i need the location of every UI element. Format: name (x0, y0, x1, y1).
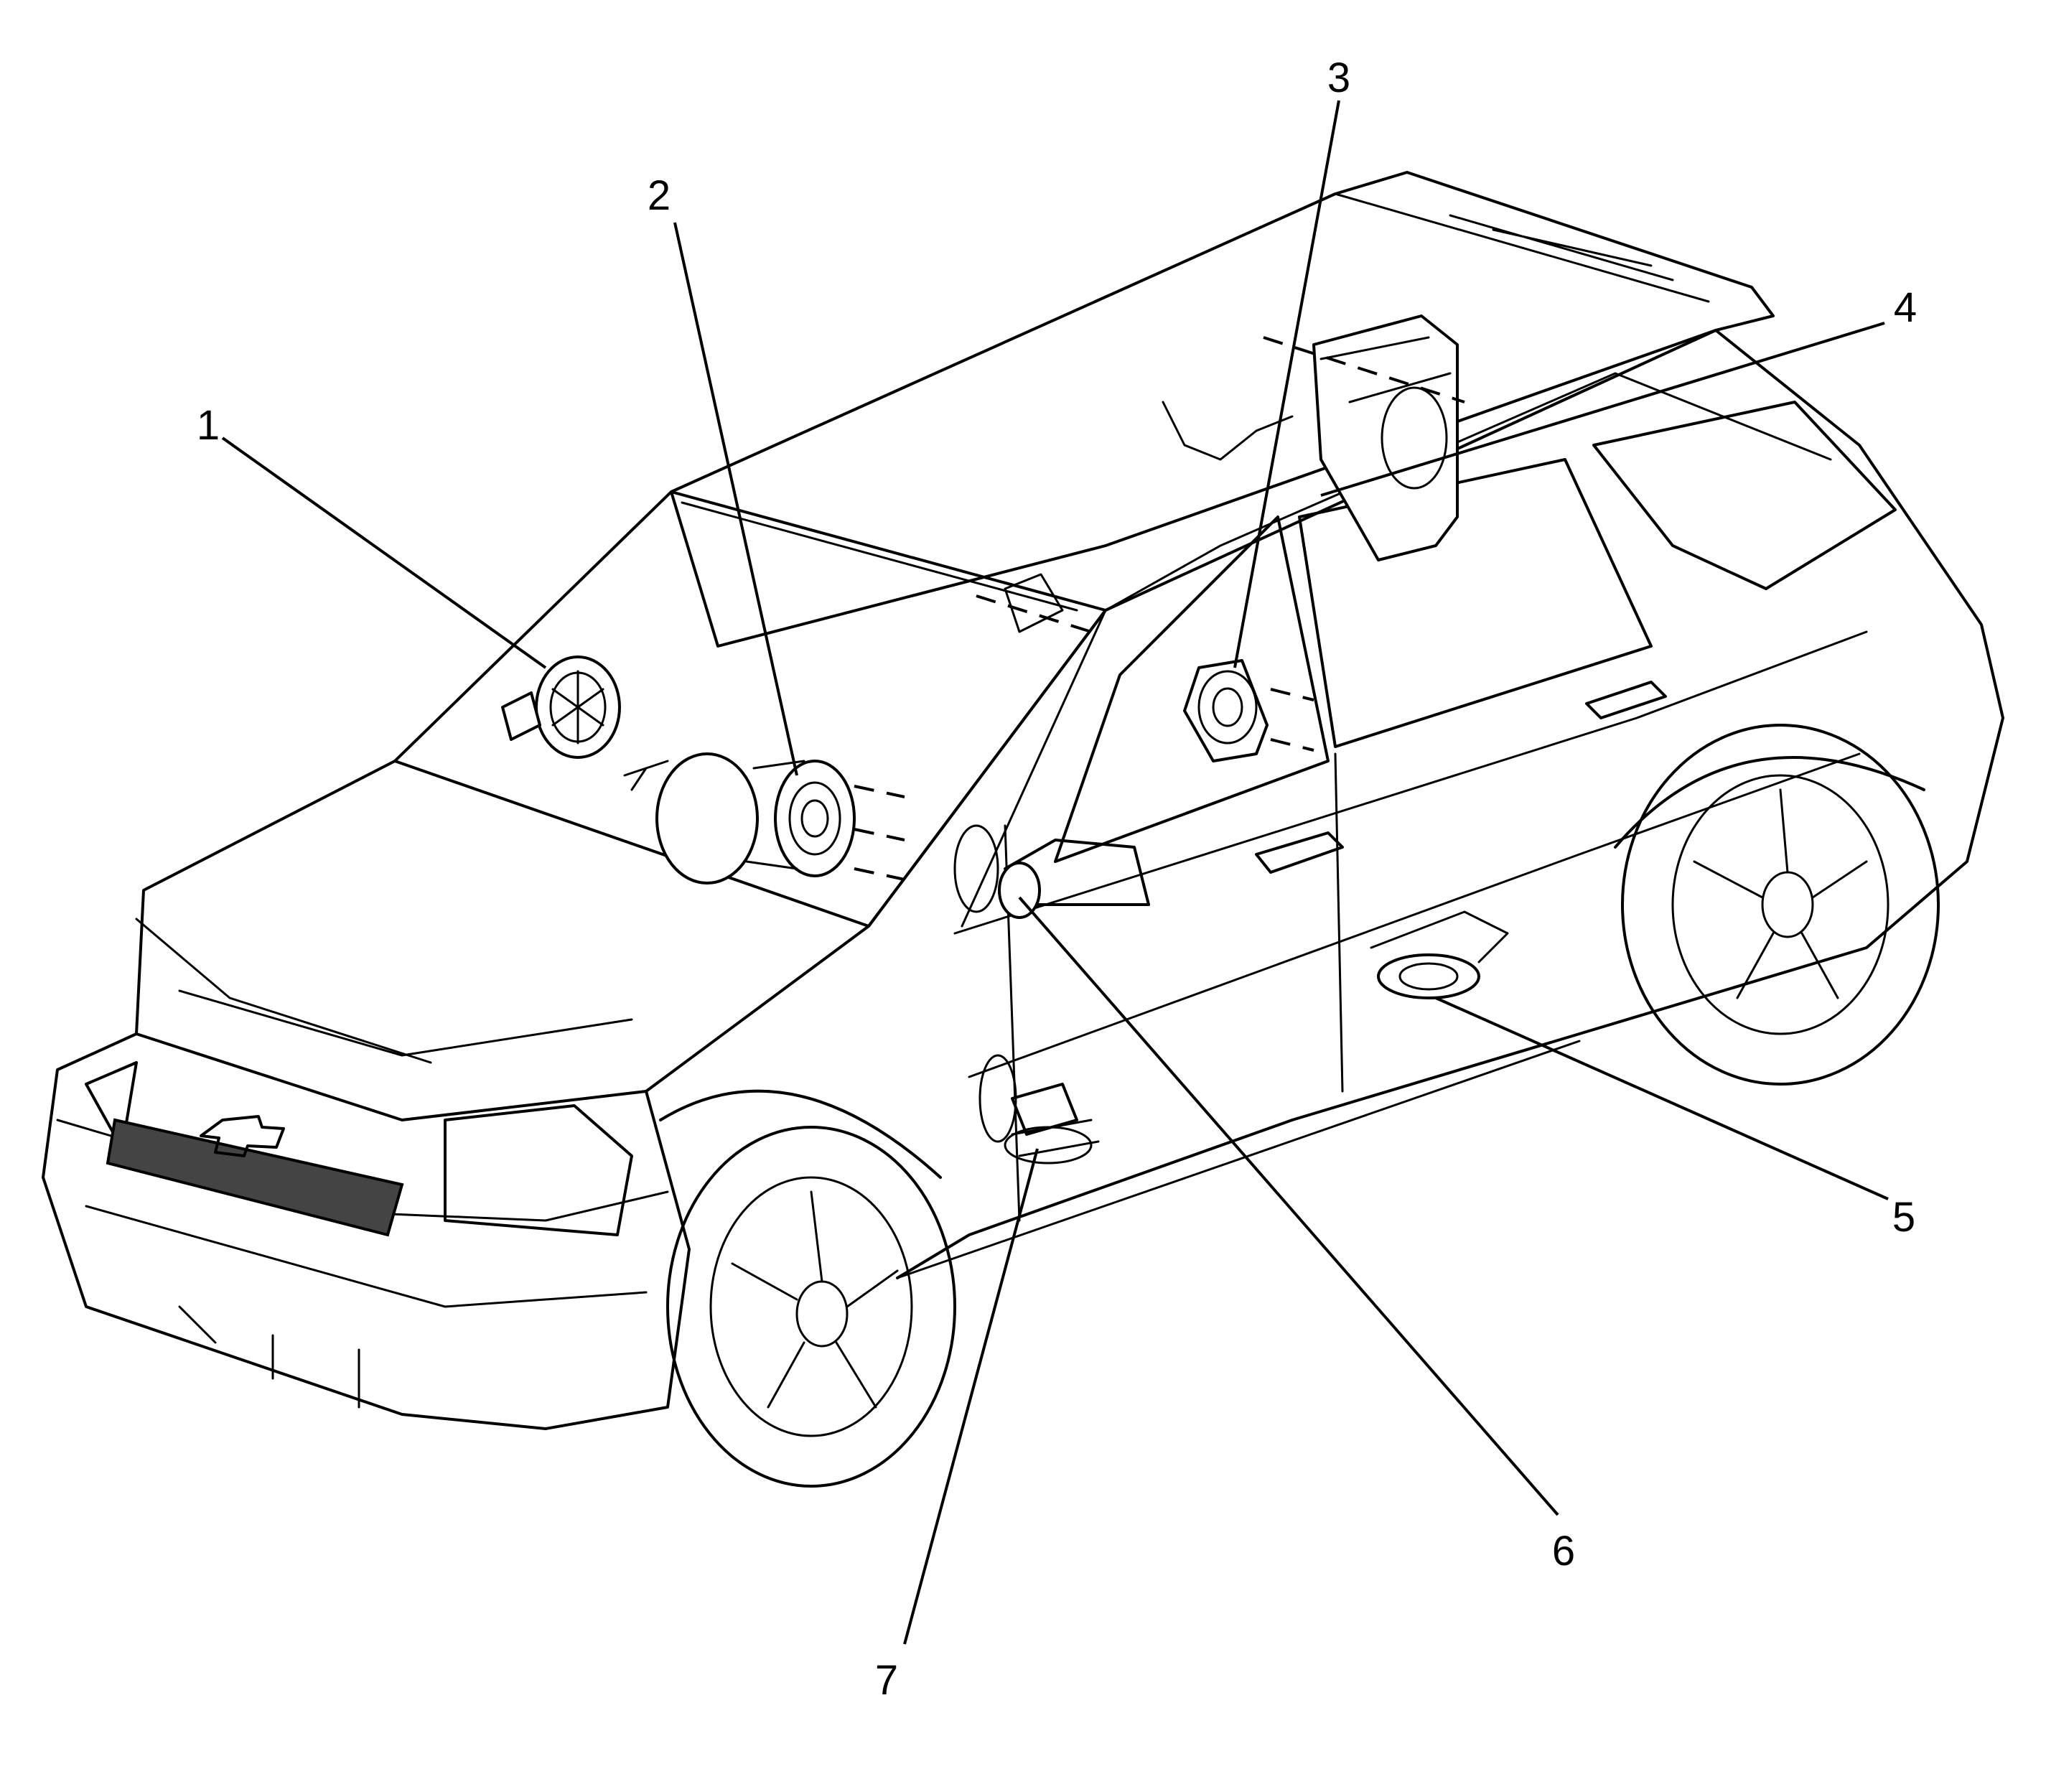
speaker-2 (623, 752, 905, 885)
front-door-handle (1255, 831, 1344, 874)
leader-3 (1233, 100, 1340, 668)
callout-labels: 1 2 3 4 5 6 7 (197, 55, 1917, 1704)
leader-6 (1018, 896, 1559, 1516)
rear-door-window (1298, 458, 1653, 748)
leader-5 (1435, 997, 1889, 1200)
vehicle-body (42, 171, 2004, 1488)
headlight-right (444, 1104, 633, 1236)
callout-6: 6 (1552, 1528, 1575, 1574)
callout-1: 1 (197, 402, 220, 449)
quarter-window (1592, 401, 1897, 590)
callout-3: 3 (1327, 55, 1350, 101)
speaker-6 (953, 824, 1041, 919)
leader-2 (673, 222, 798, 776)
roof-outline (670, 171, 1775, 648)
front-door-seam (1004, 752, 1344, 1222)
leader-4 (1320, 322, 1885, 497)
leader-lines (221, 100, 1889, 1645)
front-wheel (659, 1089, 956, 1488)
subwoofer-enclosure (1162, 314, 1465, 561)
side-body (867, 329, 2004, 1279)
rear-wheel (1614, 724, 1940, 1086)
callout-5: 5 (1892, 1194, 1915, 1241)
speaker-1 (501, 655, 621, 759)
callout-4: 4 (1894, 284, 1917, 331)
speaker-3 (976, 573, 1314, 762)
brand-emblem (200, 1115, 285, 1157)
front-bumper (42, 1032, 691, 1430)
speaker-7 (978, 1054, 1100, 1165)
headlight-left (85, 1061, 138, 1150)
leader-7 (903, 1148, 1039, 1645)
hood (135, 760, 870, 1121)
callout-7: 7 (875, 1657, 898, 1704)
rear-door-handle (1585, 681, 1667, 719)
front-grille (106, 1118, 404, 1237)
speaker-5 (1370, 910, 1509, 999)
leader-1 (221, 437, 547, 669)
callout-2: 2 (648, 172, 671, 219)
front-door-window (1054, 515, 1330, 863)
roof-rear-panel (1334, 192, 1710, 303)
